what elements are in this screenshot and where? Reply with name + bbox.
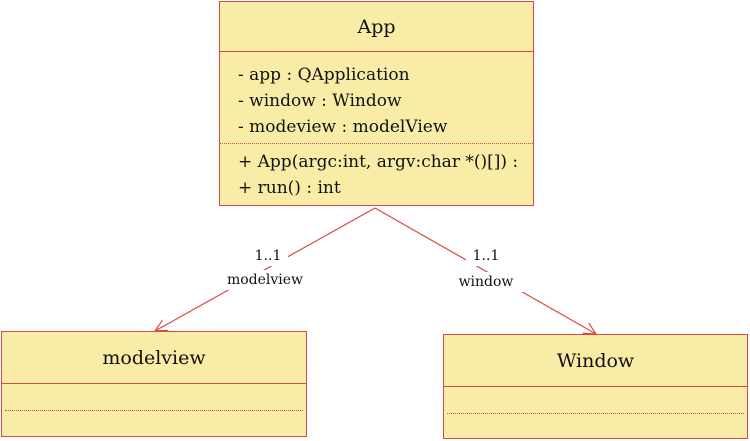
attribute-window: - window : Window [238, 91, 402, 111]
attribute-app: - app : QApplication [238, 65, 410, 85]
class-modelview-operations [2, 411, 306, 436]
class-window-operations [444, 414, 747, 438]
class-modelview-attributes [5, 384, 303, 411]
class-window-name: Window [444, 335, 747, 387]
class-modelview-name: modelview [2, 332, 306, 384]
operation-run: + run() : int [238, 178, 341, 198]
class-modelview[interactable]: modelview [1, 331, 307, 437]
association-window-role: window [449, 272, 523, 292]
class-app-name: App [220, 2, 533, 52]
class-app-operations: + App(argc:int, argv:char *()[]) : + run… [220, 144, 533, 201]
association-modelview-role: modelview [220, 270, 310, 290]
class-window[interactable]: Window [443, 334, 748, 439]
association-line-modelview [155, 207, 376, 331]
association-window-multiplicity: 1..1 [466, 246, 506, 266]
association-line-window [374, 207, 596, 334]
class-window-attributes [447, 387, 744, 414]
association-modelview-multiplicity: 1..1 [248, 246, 288, 266]
class-app[interactable]: App - app : QApplication - window : Wind… [219, 1, 534, 206]
class-app-attributes: - app : QApplication - window : Window -… [220, 52, 533, 144]
attribute-modeview: - modeview : modelView [238, 117, 448, 137]
operation-constructor: + App(argc:int, argv:char *()[]) : [238, 152, 519, 172]
